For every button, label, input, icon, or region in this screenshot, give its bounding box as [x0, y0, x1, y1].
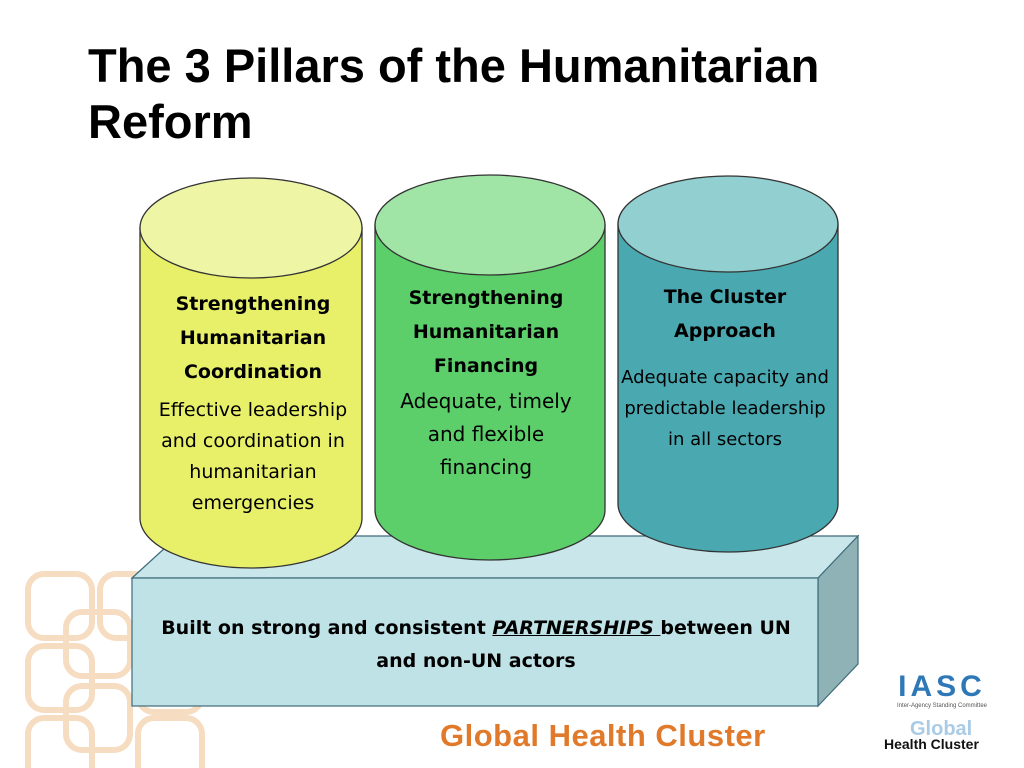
base-front-face [131, 577, 819, 707]
global-ghost-text: Global [910, 718, 973, 740]
pillar-cluster-approach [617, 175, 839, 553]
iasc-subtitle: Inter-Agency Standing Committee [896, 703, 988, 709]
pillar-coordination [139, 177, 363, 569]
base-text-after: between UN and non-UN actors [376, 617, 791, 672]
base-caption: Built on strong and consistent PARTNERSH… [138, 612, 814, 678]
pillar-cluster-text: The Cluster Approach Adequate capacity a… [618, 280, 832, 455]
pillar-description: Effective leadership and coordination in… [158, 399, 348, 514]
slide-title: The 3 Pillars of the Humanitarian Reform [88, 39, 820, 148]
iasc-logo: IASC Inter-Agency Standing Committee [892, 672, 992, 710]
pillar-financing [374, 174, 606, 561]
health-cluster-text: Health Cluster [884, 736, 979, 752]
pillar-financing-text: Strengthening Humanitarian Financing Ade… [380, 281, 592, 484]
pillar-coordination-text: Strengthening Humanitarian Coordination … [150, 287, 356, 519]
pillar-heading: Strengthening Humanitarian Financing [408, 287, 564, 377]
global-health-cluster-logo: Global Health Cluster [440, 718, 766, 753]
partnerships-emphasis: PARTNERSHIPS [492, 617, 661, 639]
base-text-before: Built on strong and consistent [161, 617, 493, 639]
pillar-description: Adequate capacity and predictable leader… [621, 367, 829, 450]
pillar-description: Adequate, timely and flexible financing [400, 389, 572, 479]
pillar-heading: Strengthening Humanitarian Coordination [175, 293, 331, 383]
iasc-wordmark: IASC [898, 670, 986, 703]
pillar-heading: The Cluster Approach [663, 286, 787, 342]
health-cluster-small-logo: Global Health Cluster [880, 718, 1010, 762]
